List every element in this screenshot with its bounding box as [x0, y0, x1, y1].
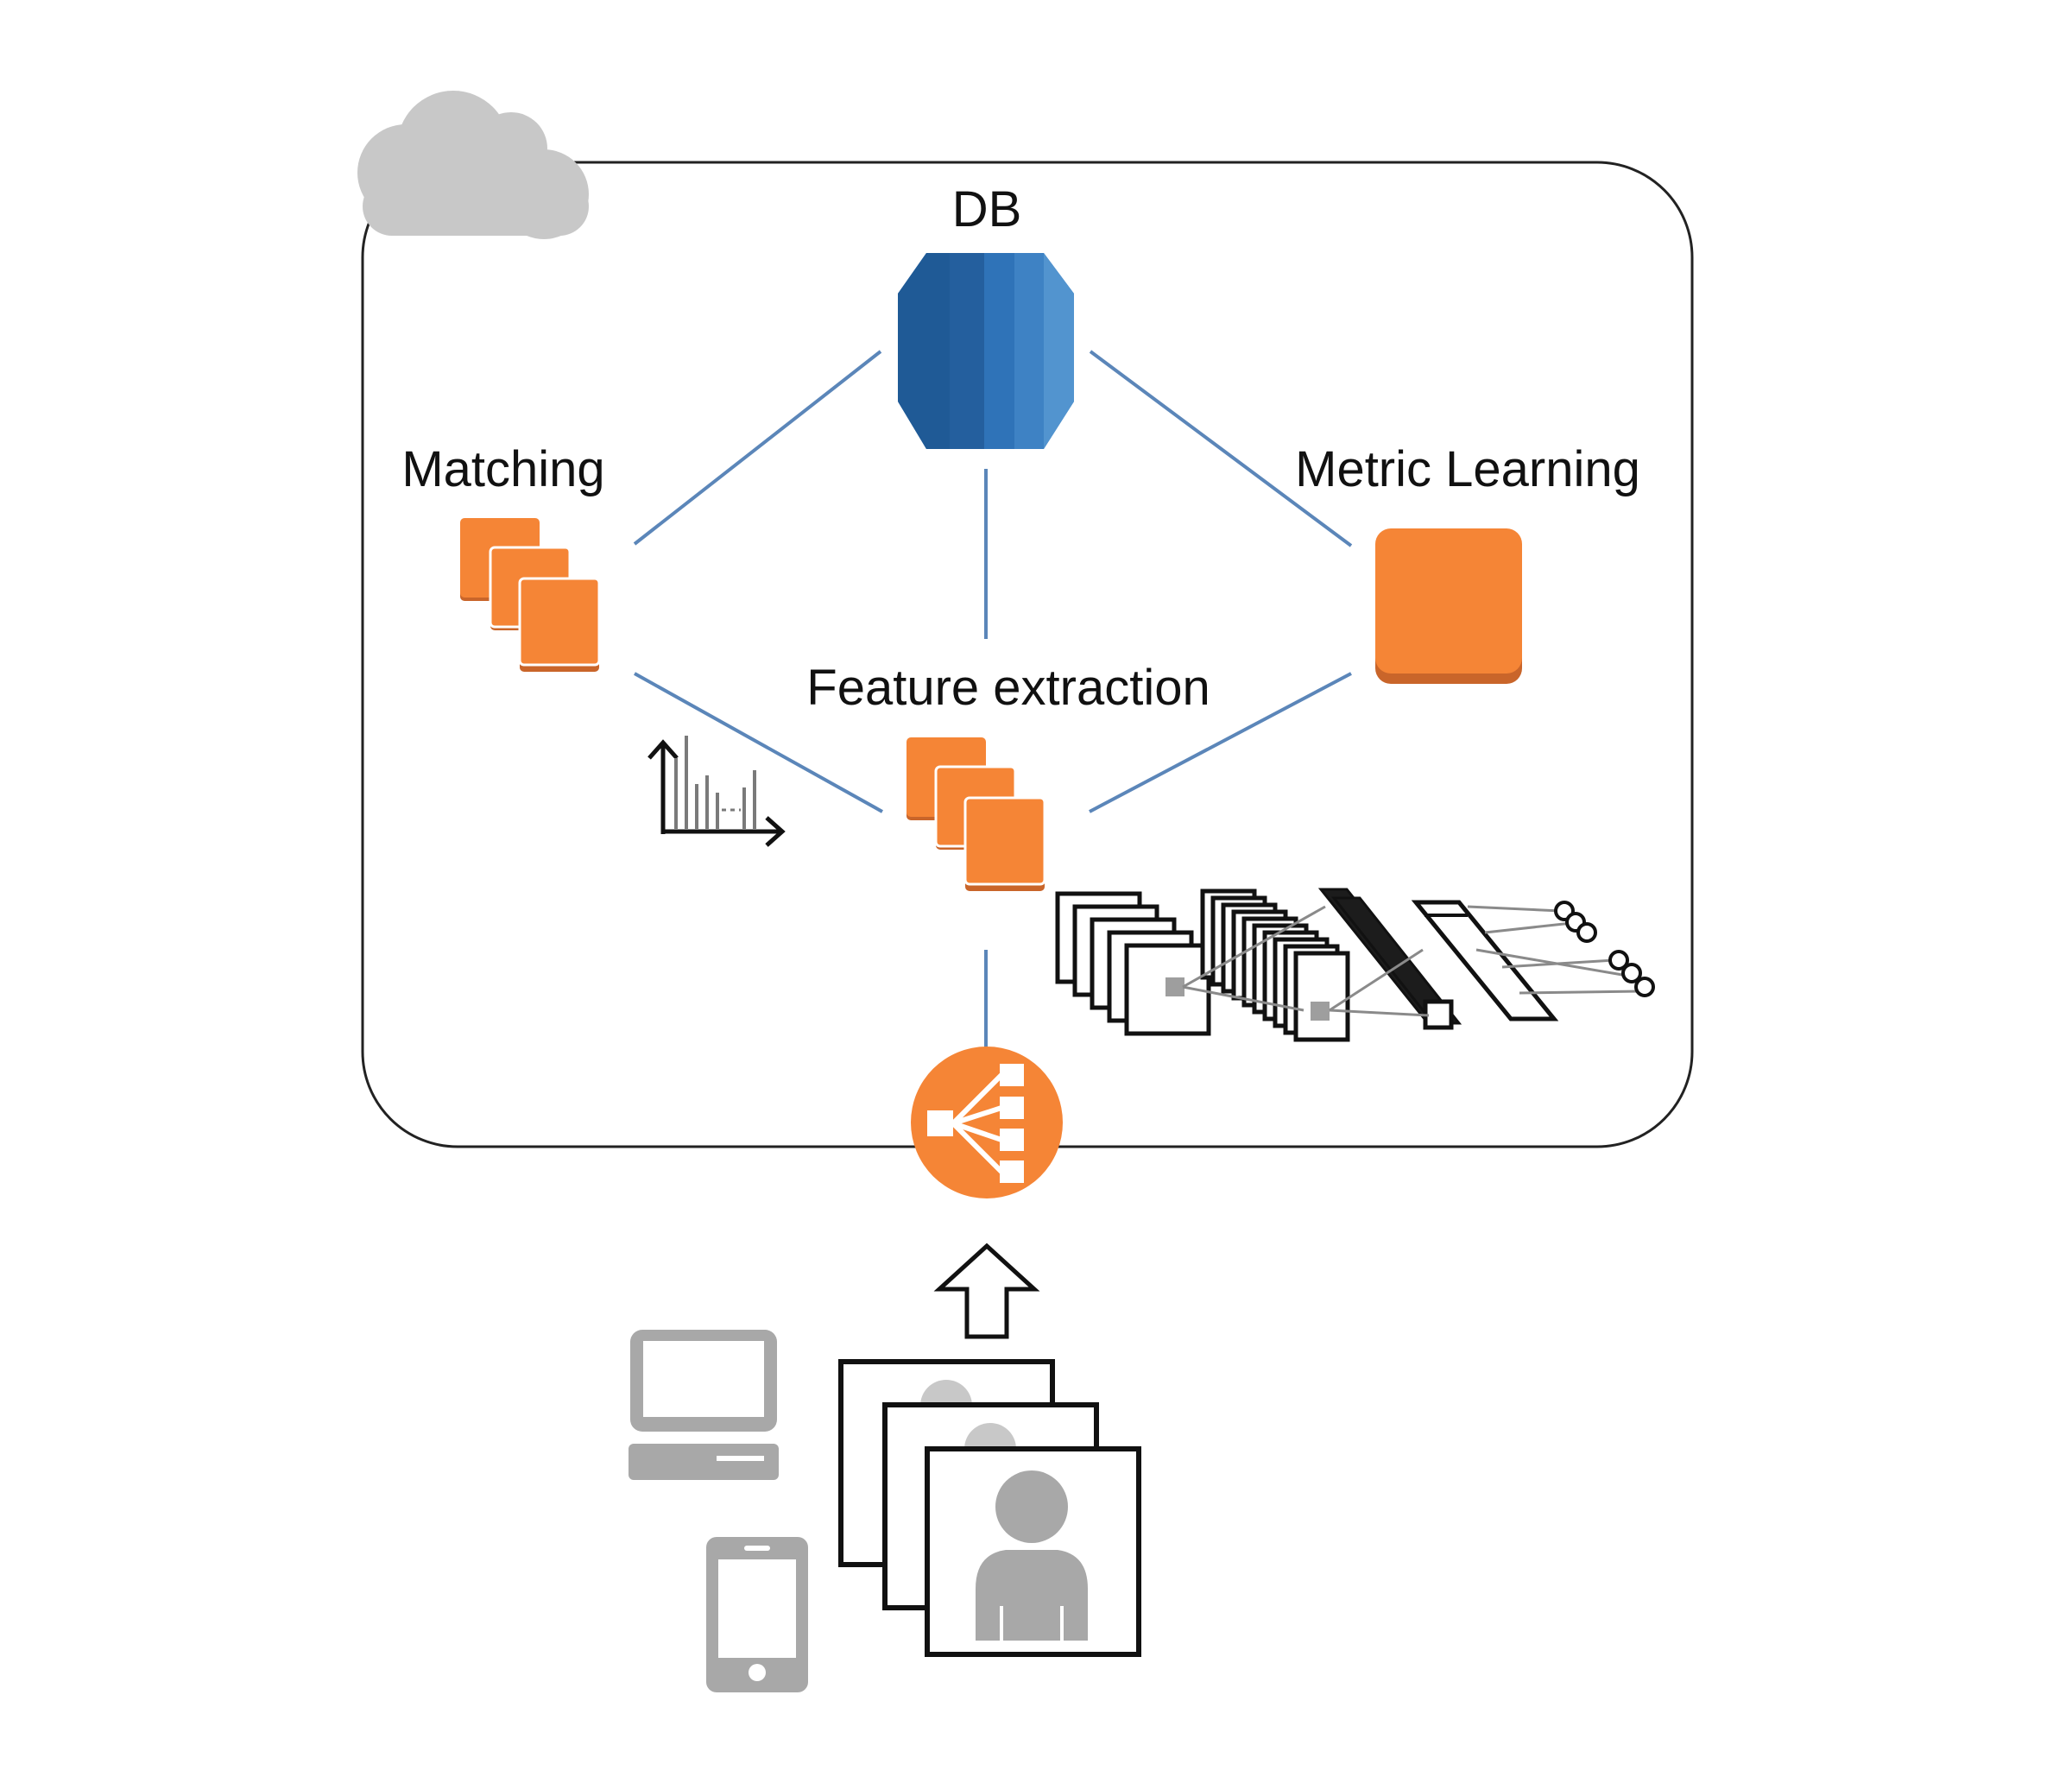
load-balancer-icon: [911, 1047, 1063, 1198]
database-icon: [898, 253, 1074, 449]
feature-extraction-label: Feature extraction: [806, 660, 1210, 716]
connector-matching-feature-extraction: [634, 672, 883, 813]
matching-label: Matching: [401, 441, 604, 497]
connector-db-metric-learning: [1089, 350, 1353, 547]
server-icon: [1375, 528, 1522, 684]
connector-db-matching: [633, 350, 882, 546]
desktop-computer-icon: [629, 1330, 779, 1480]
connector-lines: [633, 350, 1353, 1049]
db-label: DB: [952, 181, 1022, 237]
neural-network-icon: [1055, 888, 1655, 1042]
server-stack-icon: [460, 518, 601, 672]
cloud-icon: [357, 91, 589, 239]
metric-learning-label: Metric Learning: [1295, 441, 1640, 497]
connector-metric-feature-extraction: [1089, 672, 1352, 813]
histogram-icon: [648, 736, 786, 847]
mobile-phone-icon: [706, 1537, 808, 1692]
arrow-up-icon: [933, 1243, 1040, 1339]
user-photo-stack-icon: [838, 1359, 1141, 1657]
server-stack-icon: [906, 737, 1046, 891]
